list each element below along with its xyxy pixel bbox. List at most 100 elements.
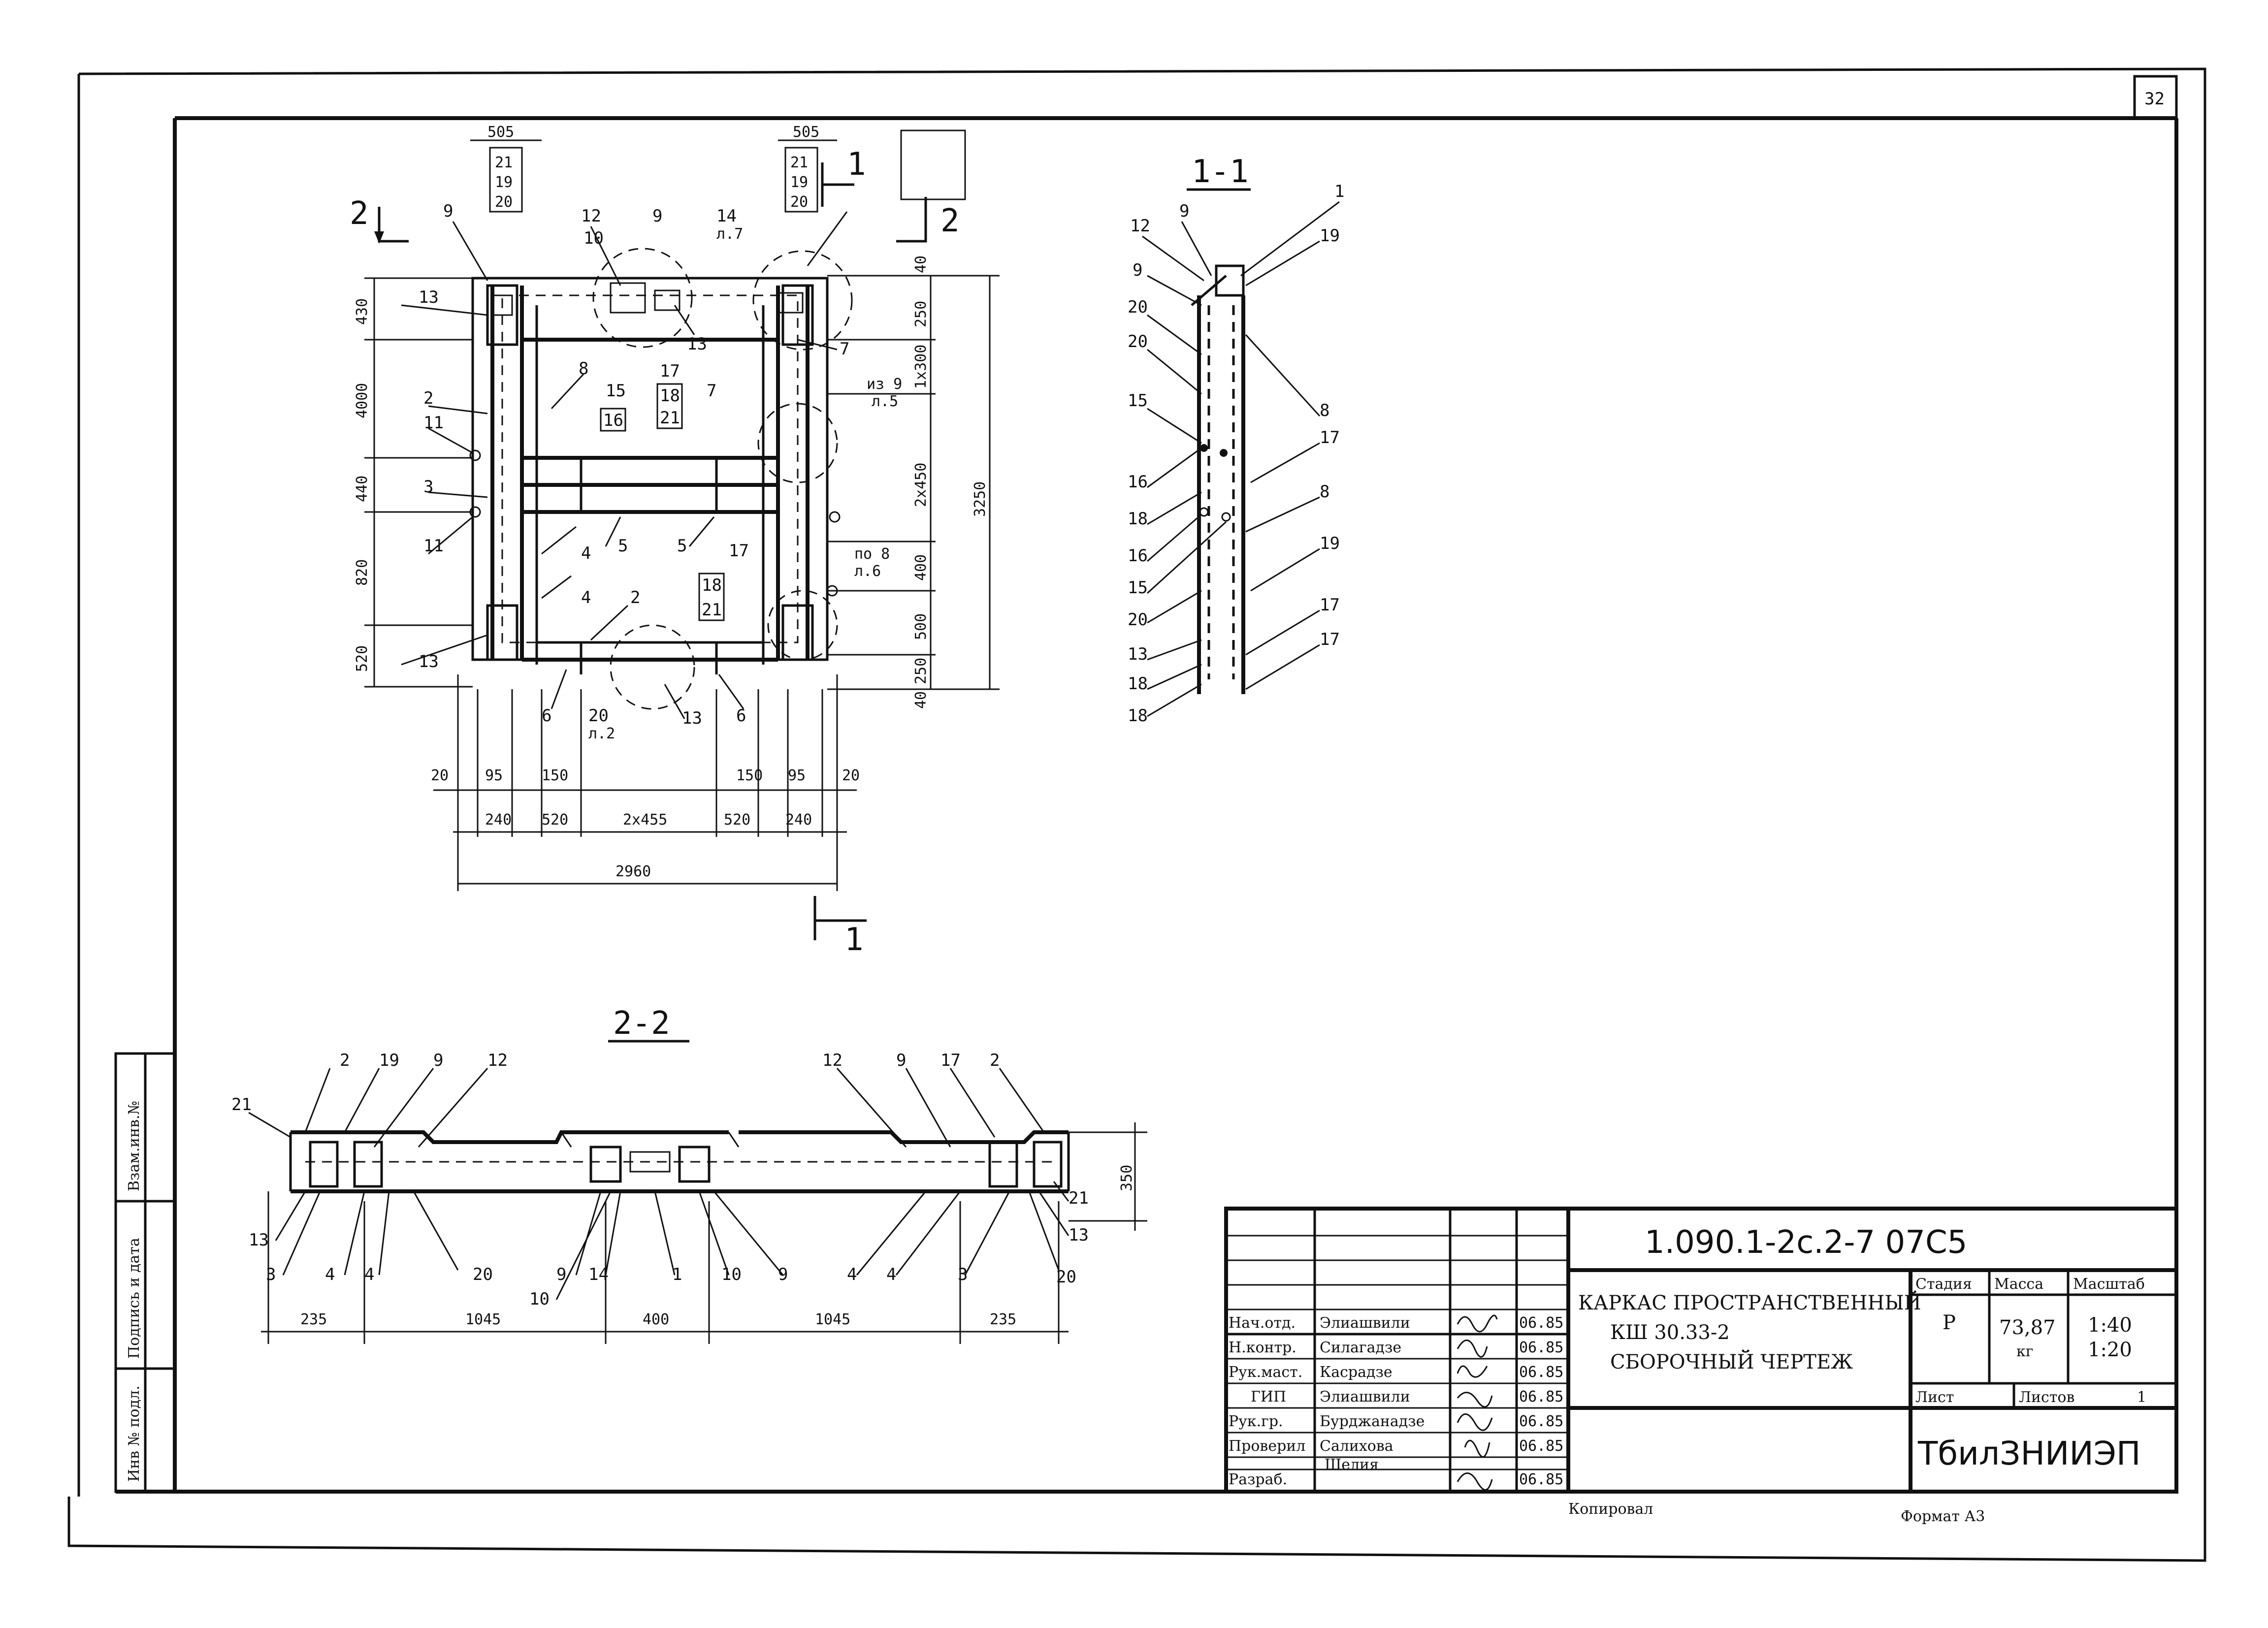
sig-date-4: 06.85 [1519, 1413, 1563, 1430]
sig-role-1: Н.контр. [1229, 1339, 1296, 1356]
dim-bottom-2x455: 2x455 [623, 811, 667, 829]
cut-mark-1-top: 1 [847, 146, 866, 183]
dim-right-250-top: 250 [912, 301, 930, 327]
s11-callout-20-c: 20 [1128, 610, 1148, 630]
dim-bottom-2960: 2960 [616, 863, 651, 880]
callout-13-c: 13 [419, 652, 439, 671]
dim-left-520: 520 [354, 645, 371, 672]
s11-callout-15-a: 15 [1128, 391, 1148, 411]
s22-bot-21-right: 21 [1069, 1188, 1089, 1208]
header-mass: Масса [1994, 1276, 2043, 1293]
format-label: Формат А3 [1901, 1508, 1985, 1525]
section-1-1-title: 1-1 [1192, 154, 1249, 190]
s11-callout-20-a: 20 [1128, 297, 1148, 317]
s11-callout-18-a: 18 [1128, 509, 1148, 529]
sig-role-4: Рук.гр. [1229, 1413, 1283, 1430]
s11-callout-16-b: 16 [1128, 546, 1148, 566]
dim-right-500: 500 [912, 613, 930, 640]
s11-callout-19-b: 19 [1320, 534, 1340, 553]
s22-dim-235-right: 235 [990, 1311, 1016, 1328]
callout-14-mid: 13 [687, 334, 707, 354]
s11-callout-17-b: 17 [1320, 595, 1340, 615]
s22-dim-1045-right: 1045 [815, 1311, 850, 1328]
page-number-box: 32 [2133, 75, 2178, 120]
s11-callout-12: 12 [1130, 216, 1150, 236]
side-stamp: Инв № подл. Подпись и дата Взам.инв.№ [114, 1052, 176, 1493]
dim-left-440: 440 [354, 476, 371, 502]
dim-bottom-150-right: 150 [736, 767, 763, 784]
callout-6-a: 6 [542, 706, 551, 726]
callout-4-a: 4 [581, 543, 591, 563]
signature-scribbles [1457, 1314, 1498, 1491]
title-line-1: КАРКАС ПРОСТРАНСТВЕННЫЙ [1578, 1291, 1921, 1314]
callout-21-tr: 20 [790, 193, 808, 211]
dim-bottom-520-left: 520 [542, 811, 568, 829]
s22-top-12-left: 12 [487, 1051, 508, 1070]
section-2-2-title: 2-2 [613, 1005, 670, 1042]
s11-callout-18-b: 18 [1128, 674, 1148, 694]
sig-role-2: Рук.маст. [1229, 1364, 1302, 1381]
sig-name-6: Шелия [1325, 1456, 1379, 1473]
s22-bot-9-left: 9 [556, 1265, 566, 1284]
title-block: 1.090.1-2с.2-7 07С5 КАРКАС ПРОСТРАНСТВЕН… [1224, 1207, 2178, 1525]
detail-ref-l6: л.6 [854, 563, 881, 580]
detail-id-po8: по 8 [854, 545, 890, 563]
dim-bottom-95-right: 95 [788, 767, 806, 784]
dim-bottom-240-right: 240 [785, 811, 812, 829]
callout-21: 21 [660, 408, 680, 428]
header-stage: Стадия [1915, 1276, 1972, 1293]
sig-name-1: Силагадзе [1320, 1339, 1401, 1356]
callout-19-tl: 21 [495, 154, 513, 171]
drawing-code: 1.090.1-2с.2-7 07С5 [1645, 1224, 1967, 1261]
stamp-sign-date: Подпись и дата [126, 1238, 143, 1359]
dim-bottom-95-left: 95 [485, 767, 503, 784]
s22-top-2-right: 2 [990, 1051, 1000, 1070]
dim-right-3250: 3250 [972, 481, 989, 517]
callout-8: 8 [579, 359, 588, 379]
callout-19-tr: 21 [790, 154, 808, 171]
s11-callout-20-b: 20 [1128, 332, 1148, 351]
s22-dim-400: 400 [643, 1311, 669, 1328]
dim-top-right: 505 [793, 124, 819, 141]
callout-18-b: 18 [702, 575, 722, 595]
callout-15: 15 [606, 381, 626, 401]
callout-20-tl: 19 [495, 174, 513, 191]
callout-13-b: 7 [840, 339, 849, 359]
sheets-count: 1 [2137, 1389, 2146, 1406]
dim-right-250-bottom: 250 [912, 658, 930, 684]
callout-9-b: 9 [652, 206, 662, 226]
s22-top-17: 17 [940, 1051, 961, 1070]
plan-callouts: 9 12 10 9 14 л.7 13 13 7 2 11 3 11 8 15 [401, 201, 902, 742]
cut-mark-2-left: 2 [350, 195, 369, 232]
detail-ref-l7: л.7 [716, 225, 743, 243]
dim-right-2x450: 2x450 [912, 463, 930, 507]
callout-21-tl: 20 [495, 193, 513, 211]
dim-right-40-bottom: 40 [912, 691, 930, 709]
callout-5-b: 5 [677, 536, 687, 556]
sig-name-2: Касрадзе [1320, 1364, 1393, 1381]
s22-bot-13-right: 13 [1069, 1225, 1089, 1245]
s22-bot-10-right: 10 [721, 1265, 742, 1284]
sig-date-1: 06.85 [1519, 1339, 1563, 1356]
s22-top-9-left: 9 [433, 1051, 443, 1070]
plan-view: 2 2 1 1 505 21 19 20 505 21 19 20 [350, 124, 1000, 958]
mass-unit: кг [2016, 1343, 2033, 1360]
detail-ref-l5: л.5 [872, 393, 898, 410]
dim-bottom-150-left: 150 [542, 767, 568, 784]
callout-3-left: 3 [423, 477, 433, 497]
s22-bot-20-left: 20 [473, 1265, 493, 1284]
dim-bottom-20-right: 20 [842, 767, 860, 784]
sig-date-2: 06.85 [1519, 1364, 1563, 1381]
page-number: 32 [2144, 89, 2165, 109]
s22-top-9-right: 9 [896, 1051, 906, 1070]
copied-label: Копировал [1568, 1500, 1653, 1518]
organization: ТбилЗНИИЭП [1917, 1435, 2141, 1472]
s11-callout-16-a: 16 [1128, 472, 1148, 492]
sheet-label: Лист [1915, 1389, 1954, 1406]
title-line-3: СБОРОЧНЫЙ ЧЕРТЕЖ [1610, 1350, 1853, 1373]
callout-5-a: 5 [618, 536, 628, 556]
s11-callout-17-a: 17 [1320, 428, 1340, 447]
s22-top-21: 21 [231, 1095, 252, 1115]
s22-bot-4-a: 4 [325, 1265, 335, 1284]
